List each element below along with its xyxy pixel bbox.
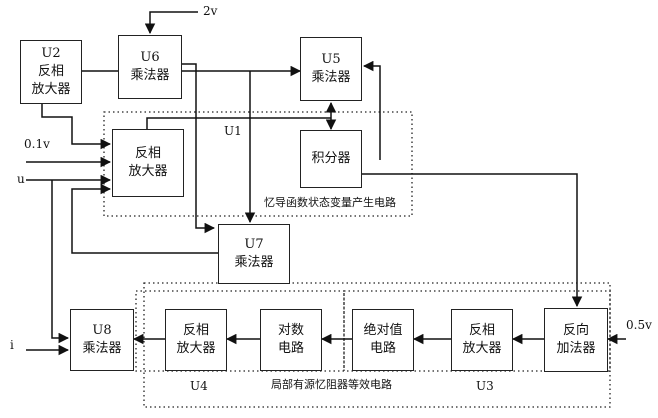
inv-u4-line1: 反相 [183,322,209,340]
u7-name: U7 [244,236,263,254]
u5-line1: 乘法器 [311,69,350,87]
u2-line2: 放大器 [31,81,70,99]
inv-u3-line1: 反相 [469,322,495,340]
u5-name: U5 [321,51,340,69]
log-circuit-block: 对数 电路 [260,309,322,371]
u2-name: U2 [41,45,60,63]
reverse-adder-block: 反向 加法器 [544,308,608,372]
u4-inverting-amplifier-block: 反相 放大器 [165,309,227,371]
label-i: i [10,338,14,352]
integrator-line1: 积分器 [311,150,350,168]
label-u3: U3 [476,379,494,393]
adder-line2: 加法器 [556,340,595,358]
u7-multiplier-block: U7 乘法器 [218,224,290,284]
u8-line1: 乘法器 [82,340,121,358]
abs-line1: 绝对值 [363,322,402,340]
label-u1: U1 [224,124,242,138]
wire-u6-bus-down [182,64,214,228]
u2-line1: 反相 [38,63,64,81]
wire-2v-u6 [150,12,198,33]
absolute-value-circuit-block: 绝对值 电路 [352,309,414,371]
inv-u3-line2: 放大器 [462,340,501,358]
u7-line1: 乘法器 [234,254,273,272]
u6-name: U6 [140,49,159,67]
label-u: u [17,172,25,186]
label-0-5v: 0.5v [626,318,652,332]
integrator-block: 积分器 [300,130,362,188]
label-2v: 2v [203,4,217,18]
wire-u-u8 [52,180,68,338]
wire-u5-feedback [364,66,380,160]
u8-multiplier-block: U8 乘法器 [70,309,134,371]
wire-u2-inv1 [42,104,110,144]
u3-inverting-amplifier-block: 反相 放大器 [451,309,513,371]
u8-name: U8 [92,322,111,340]
label-memristor-equivalent-circuit: 局部有源忆阻器等效电路 [270,376,393,392]
inv1-line1: 反相 [135,145,161,163]
label-u4: U4 [190,379,208,393]
u1-inverting-amplifier-block: 反相 放大器 [112,129,184,197]
label-0-1v: 0.1v [24,137,50,151]
log-line2: 电路 [278,340,304,358]
u6-line1: 乘法器 [130,67,169,85]
inv1-line2: 放大器 [128,163,167,181]
adder-line1: 反向 [563,322,589,340]
label-state-variable-circuit: 忆导函数状态变量产生电路 [263,194,397,210]
inv-u4-line2: 放大器 [176,340,215,358]
abs-line2: 电路 [370,340,396,358]
u6-multiplier-block: U6 乘法器 [118,35,182,99]
u5-multiplier-block: U5 乘法器 [300,37,362,101]
log-line1: 对数 [278,322,304,340]
u2-inverting-amplifier-block: U2 反相 放大器 [20,40,82,104]
